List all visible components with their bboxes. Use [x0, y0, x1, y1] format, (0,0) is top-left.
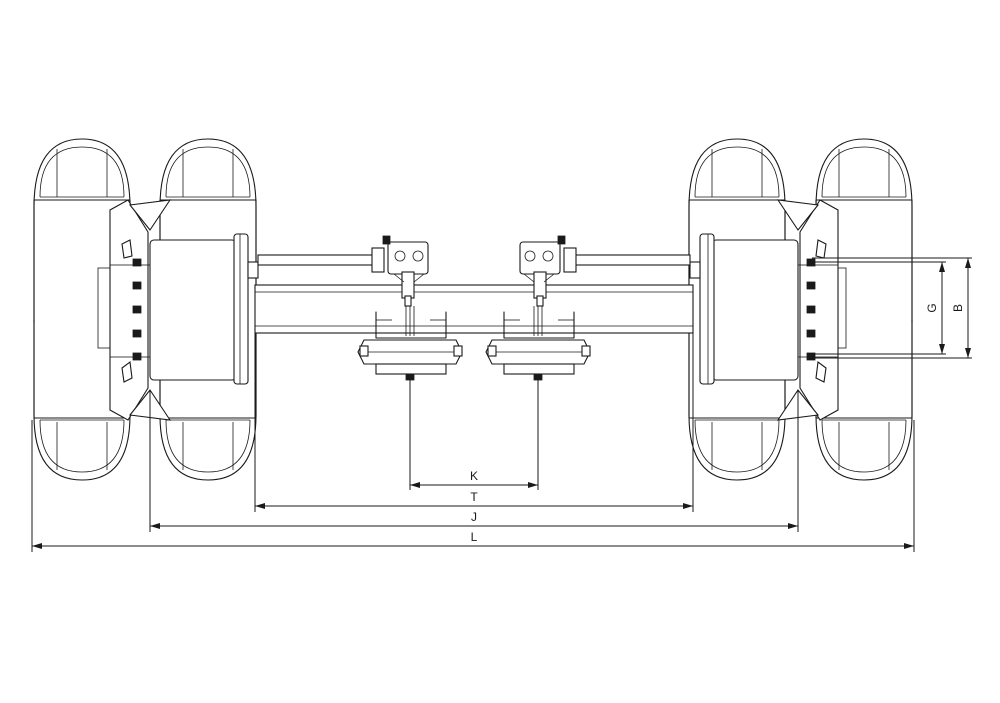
brake-drum-left	[149, 233, 259, 385]
dimension-b-label: B	[951, 304, 965, 312]
brake-chamber-left	[357, 306, 463, 381]
axle-beam	[254, 284, 694, 334]
slack-adjuster-left	[382, 235, 429, 307]
dimension-k-label: K	[470, 469, 478, 483]
camshaft-right	[563, 247, 691, 273]
hub-flange-right	[776, 199, 839, 421]
dimension-extension-lines	[31, 257, 972, 552]
brake-chamber-right	[485, 306, 591, 381]
wheel-studs-left	[132, 258, 142, 361]
brake-drum-right	[689, 233, 799, 385]
slack-adjuster-right	[519, 235, 566, 307]
dimension-j: J	[150, 510, 798, 529]
dimension-l-label: L	[471, 530, 478, 544]
dimension-g: G	[925, 262, 945, 354]
dimension-l: L	[32, 530, 914, 549]
camshaft-left	[257, 247, 385, 273]
dimension-t-label: T	[470, 490, 478, 504]
dimension-t: T	[255, 490, 693, 509]
dimension-g-label: G	[925, 303, 939, 312]
dimension-b: B	[951, 258, 971, 358]
dimension-k: K	[410, 469, 538, 488]
wheel-studs-right	[806, 258, 816, 361]
dimension-j-label: J	[471, 510, 477, 524]
